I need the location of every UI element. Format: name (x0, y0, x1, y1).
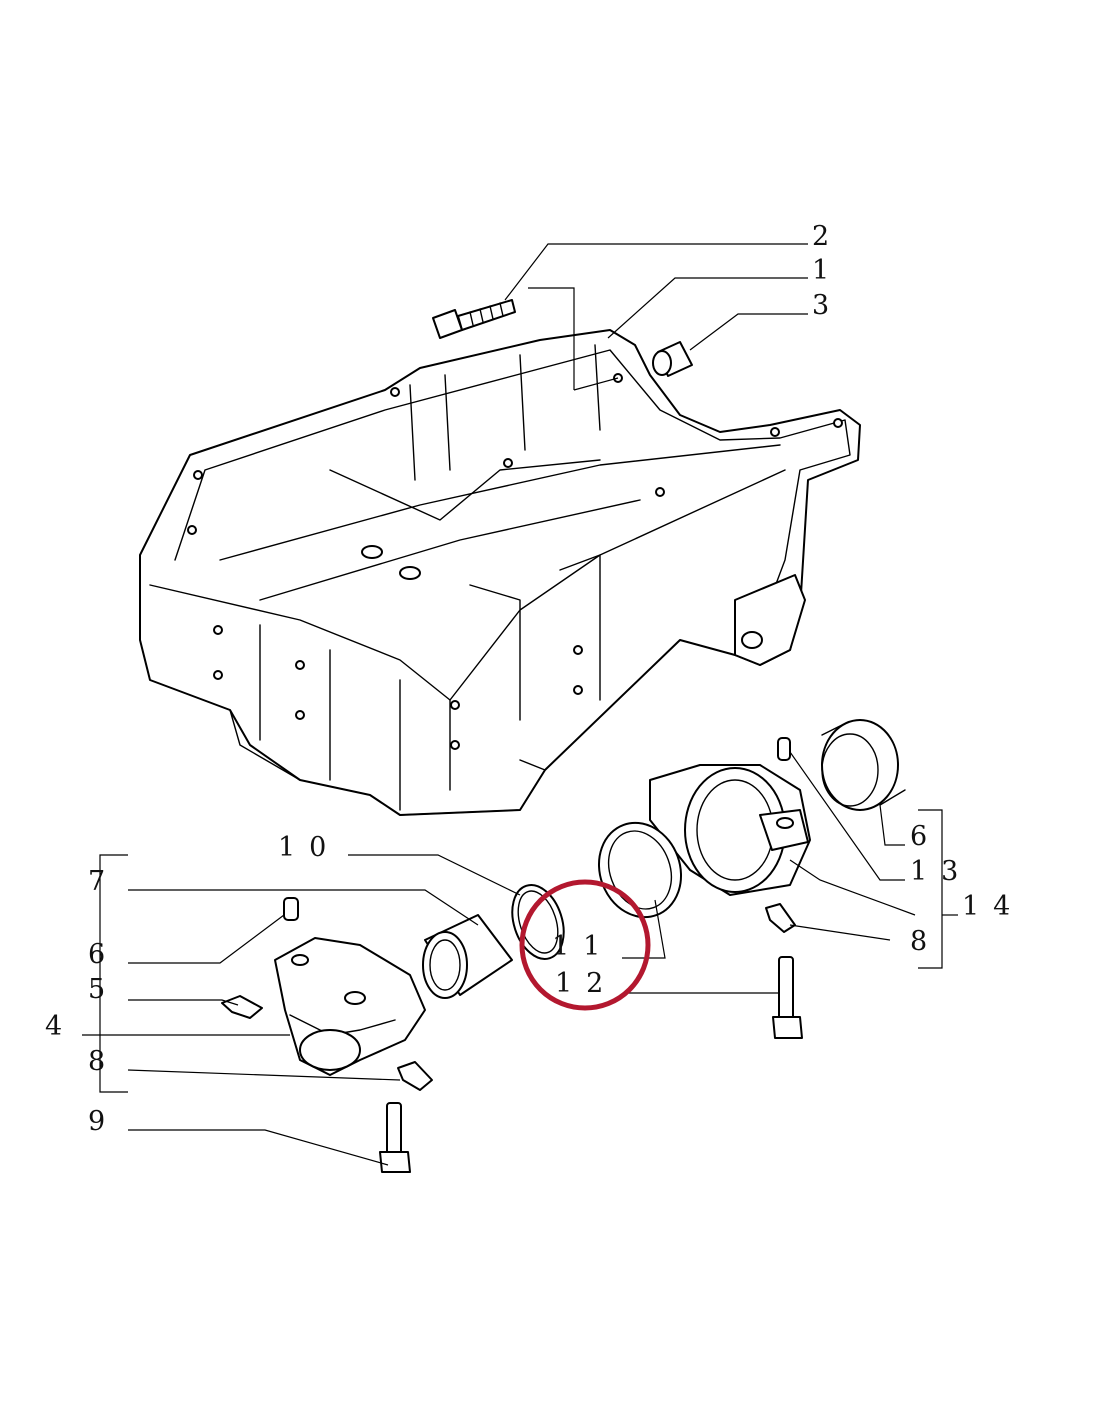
oil-sump-housing (139, 329, 861, 816)
dowel-pin-part-13 (777, 737, 791, 761)
callout-10: 10 (278, 832, 340, 863)
callout-1: 1 (812, 255, 843, 286)
leader-lines (82, 243, 958, 1166)
right-bearing-support (649, 764, 811, 896)
callout-3: 3 (812, 290, 843, 321)
left-bearing-support (274, 937, 426, 1076)
grease-nipple-part-8-left (397, 1061, 433, 1091)
grease-nipple-part-8-right (765, 903, 796, 933)
callout-9: 9 (88, 1106, 119, 1137)
bolt-part-2 (432, 299, 516, 339)
callout-5: 5 (88, 974, 119, 1005)
dowel-pin-part-6-left (283, 897, 299, 921)
bolt-right (772, 956, 803, 1039)
o-ring-part-11 (511, 884, 565, 960)
callout-13: 13 (910, 856, 972, 887)
callout-labels: 2 1 3 10 7 6 5 4 8 9 11 12 6 13 14 8 (45, 221, 1024, 1137)
highlight-circle (519, 879, 651, 1011)
callout-7: 7 (88, 866, 119, 897)
callout-8-left: 8 (88, 1046, 119, 1077)
callout-6-right: 6 (910, 821, 941, 852)
callout-12: 12 (555, 968, 617, 999)
callout-4: 4 (45, 1011, 76, 1042)
bolt-part-9 (379, 1102, 411, 1173)
grease-nipple-part-5 (221, 995, 263, 1019)
bushing-part-3 (652, 341, 693, 377)
left-bushing-part-7 (422, 914, 513, 999)
callout-2: 2 (812, 221, 843, 252)
right-bushing-part-6 (821, 719, 906, 811)
callout-8-right: 8 (910, 926, 941, 957)
callout-11: 11 (552, 931, 614, 962)
callout-14: 14 (962, 891, 1024, 922)
callout-6-left: 6 (88, 939, 119, 970)
